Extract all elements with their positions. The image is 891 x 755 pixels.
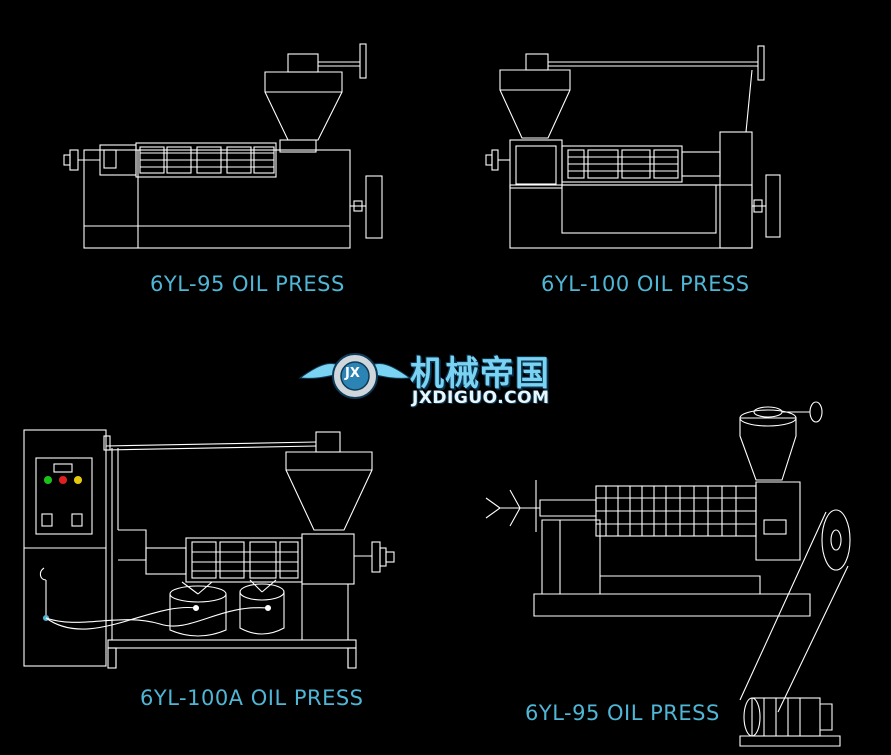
press3-frame [107,639,357,649]
caption-press-4: 6YL-95 OIL PRESS [525,701,720,725]
press1-hopper [264,71,343,141]
press-6yl95-front-view [63,43,383,249]
press-6yl95-isometric [485,401,851,747]
caption-press-2: 6YL-100 OIL PRESS [541,272,750,296]
caption-press-1: 6YL-95 OIL PRESS [150,272,345,296]
press1-hopper-motor [287,53,319,73]
indicator-green-light [43,475,53,485]
press-6yl100a-with-cabinet [23,429,395,669]
watermark-emblem [298,353,412,399]
press-6yl100-front-view [485,45,781,249]
press3-hopper [285,451,373,531]
press2-pulley [765,174,781,238]
watermark-domain-text: JXDIGUO.COM [412,388,550,408]
press1-press-cage [135,142,277,178]
press2-hopper-motor [525,53,549,71]
press3-oil-bucket-right [239,592,285,635]
watermark-chinese-text: 机械帝国 [410,354,550,394]
press2-feed-housing [509,139,563,189]
indicator-yellow-light [73,475,83,485]
press4-motor [751,697,821,737]
press3-oil-bucket-left [169,594,227,637]
press4-pulley [821,509,851,571]
press2-cage-bars [567,149,679,179]
press3-hopper-motor [315,431,341,453]
press4-cage-bars [596,486,756,536]
press3-cage-bars [191,541,299,579]
press4-gearbox [755,481,801,561]
emblem-letters: JX [345,366,360,381]
press4-drive-belt [739,511,849,713]
press2-gearbox [719,131,753,249]
press1-base [83,149,351,249]
press1-end-cap [69,149,79,171]
press4-base-plate [533,593,811,617]
caption-press-3: 6YL-100A OIL PRESS [140,686,364,710]
watermark-logo: JX 机械帝国 JXDIGUO.COM [298,340,598,412]
press3-control-panel [35,457,93,535]
press1-cage-bars [139,146,275,174]
indicator-red-light [58,475,68,485]
press3-feed-housing [301,533,355,585]
press4-hopper [739,417,797,481]
press2-hopper [499,69,571,139]
press1-pulley [365,175,383,239]
